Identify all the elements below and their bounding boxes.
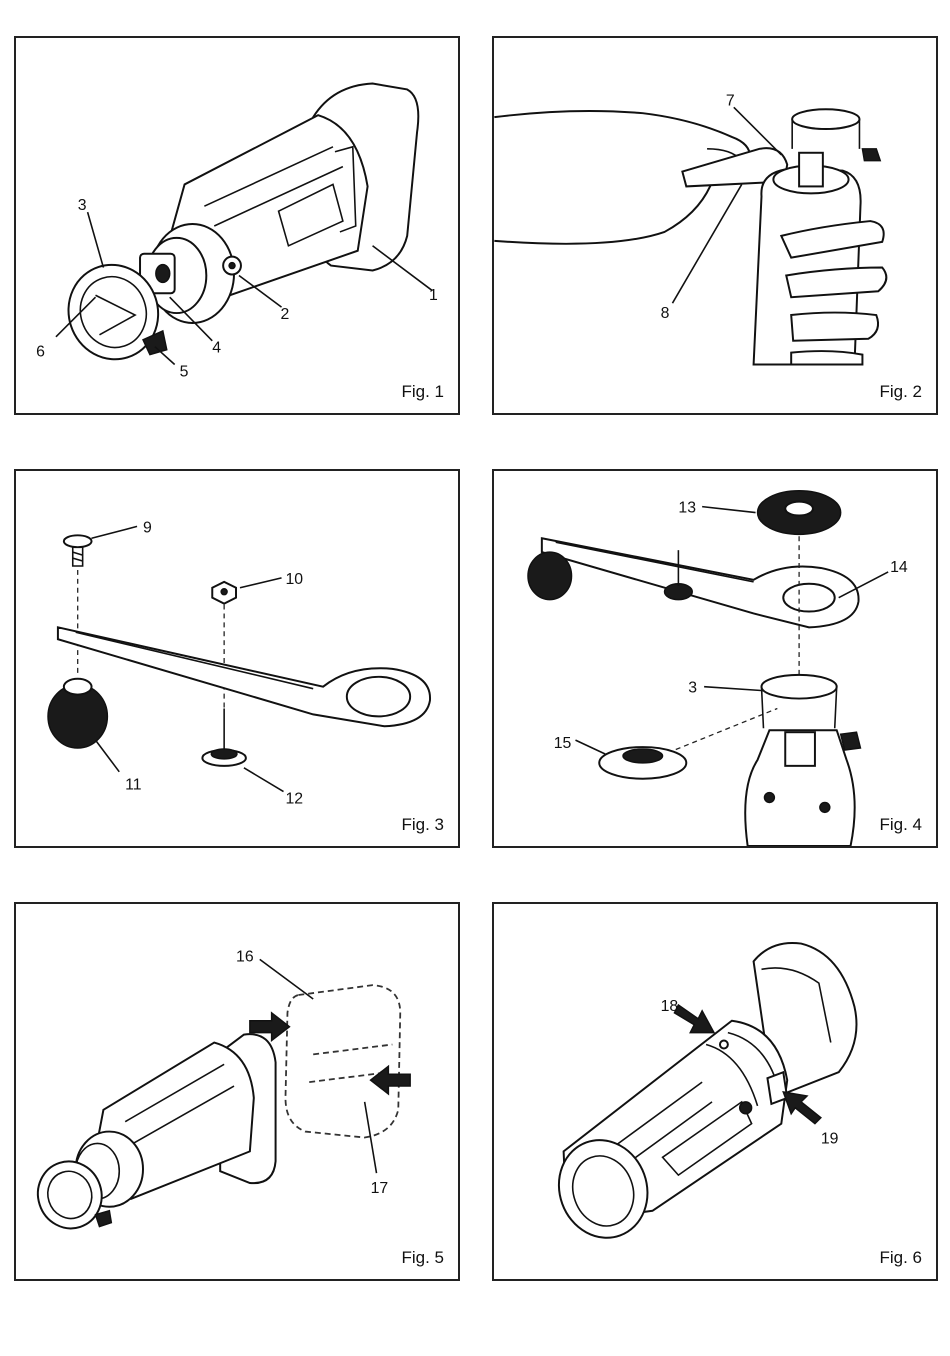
figure-5-label: Fig. 5 [401,1248,444,1268]
figure-2-panel: 7 8 Fig. 2 [492,36,938,415]
callout-2: 2 [281,306,290,323]
figure-6-panel: 18 19 Fig. 6 [492,902,938,1281]
callout-16: 16 [236,948,254,965]
figure-3-label: Fig. 3 [401,815,444,835]
figure-2-label: Fig. 2 [879,382,922,402]
figure-3-drawing: 9 10 11 12 [16,471,458,846]
callout-1: 1 [429,287,438,304]
callout-7: 7 [726,92,735,109]
figure-1-label: Fig. 1 [401,382,444,402]
callout-3-fig4: 3 [688,680,697,697]
figure-2-drawing: 7 8 [494,38,936,413]
callout-8: 8 [661,305,670,322]
callout-4: 4 [212,340,221,357]
figure-4-label: Fig. 4 [879,815,922,835]
figure-6-label: Fig. 6 [879,1248,922,1268]
figure-5-panel: 16 17 Fig. 5 [14,902,460,1281]
figure-1-drawing: 1 2 3 4 5 6 [16,38,458,413]
callout-3: 3 [78,197,87,214]
figure-1-panel: 1 2 3 4 5 6 Fig. 1 [14,36,460,415]
callout-19: 19 [821,1130,839,1147]
figure-3-panel: 9 10 11 12 Fig. 3 [14,469,460,848]
callout-13: 13 [678,500,696,517]
callout-10: 10 [285,571,303,588]
callout-14: 14 [890,559,908,576]
figure-4-panel: 13 14 3 15 Fig. 4 [492,469,938,848]
callout-15: 15 [554,735,572,752]
callout-18: 18 [661,998,679,1015]
callout-11: 11 [125,777,142,794]
figure-5-drawing: 16 17 [16,904,458,1279]
figure-4-drawing: 13 14 3 15 [494,471,936,846]
callout-6: 6 [36,344,45,361]
figure-6-drawing: 18 19 [494,904,936,1279]
callout-5: 5 [180,363,189,380]
callout-12: 12 [285,790,303,807]
callout-17: 17 [371,1180,389,1197]
callout-9: 9 [143,519,152,536]
